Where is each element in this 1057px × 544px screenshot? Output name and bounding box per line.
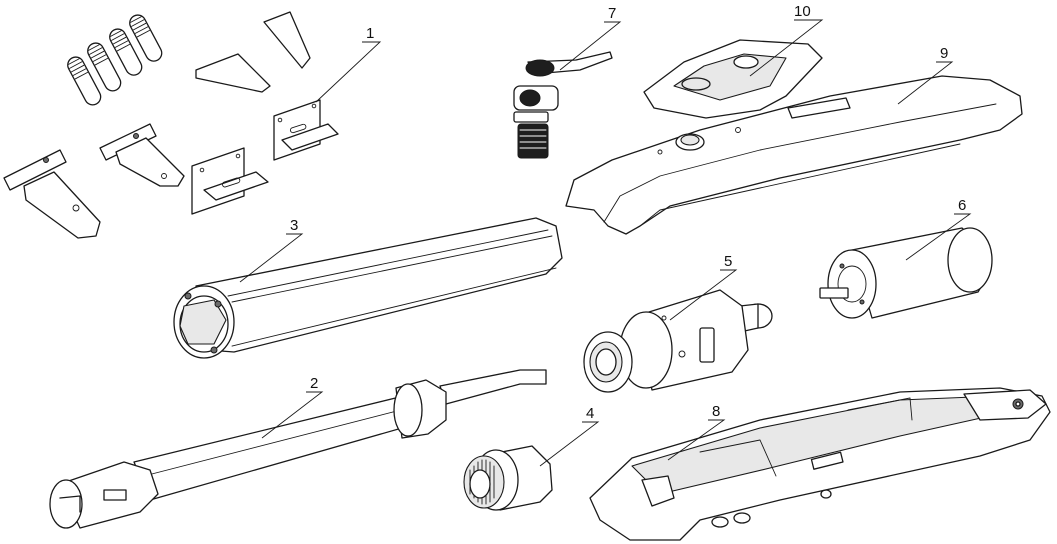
callout-2: 2	[310, 375, 318, 392]
callout-7: 7	[608, 5, 616, 22]
leader-4	[539, 421, 600, 467]
callout-3: 3	[290, 217, 298, 234]
leader-3	[239, 233, 304, 283]
wall-plug-3	[109, 28, 143, 76]
part-8-base-housing	[589, 387, 1051, 541]
part-4-threaded-nut	[463, 445, 553, 511]
callout-6: 6	[958, 197, 966, 214]
callout-10: 10	[794, 3, 811, 20]
leader-8	[667, 419, 726, 461]
angle-bracket-lower	[191, 147, 269, 215]
callout-8: 8	[712, 403, 720, 420]
part-7-lock-and-keys	[513, 51, 613, 159]
leader-5	[669, 269, 738, 321]
leader-2	[261, 391, 324, 439]
part-2-piston-rod	[49, 369, 547, 529]
wall-plug-2	[87, 42, 122, 92]
callout-5: 5	[724, 253, 732, 270]
part-10-release-cover	[643, 39, 823, 119]
leader-7	[559, 21, 622, 71]
leader-10	[749, 19, 824, 77]
part-5-gearbox	[583, 289, 773, 393]
part-3-cylinder-tube	[173, 217, 563, 359]
leader-9	[897, 61, 954, 105]
part-1-mounting-kit	[3, 11, 339, 239]
leader-6	[905, 213, 972, 261]
gusset-plate-2	[263, 11, 311, 69]
wall-plug-4	[129, 14, 163, 62]
wall-plug-1	[67, 56, 102, 106]
leader-1	[315, 41, 382, 103]
callout-9: 9	[940, 45, 948, 62]
part-9-top-cover	[565, 75, 1023, 235]
callout-4: 4	[586, 405, 594, 422]
angle-bracket-upper	[273, 99, 339, 161]
callout-1: 1	[366, 25, 374, 42]
rear-bracket-large	[3, 149, 101, 239]
leader-lines	[239, 19, 972, 467]
gusset-plate-1	[195, 53, 271, 93]
callout-labels: 1 2 3 4 5 6 7 8 9 10	[290, 3, 966, 422]
rear-bracket-small	[99, 123, 185, 187]
part-6-motor	[819, 227, 993, 319]
